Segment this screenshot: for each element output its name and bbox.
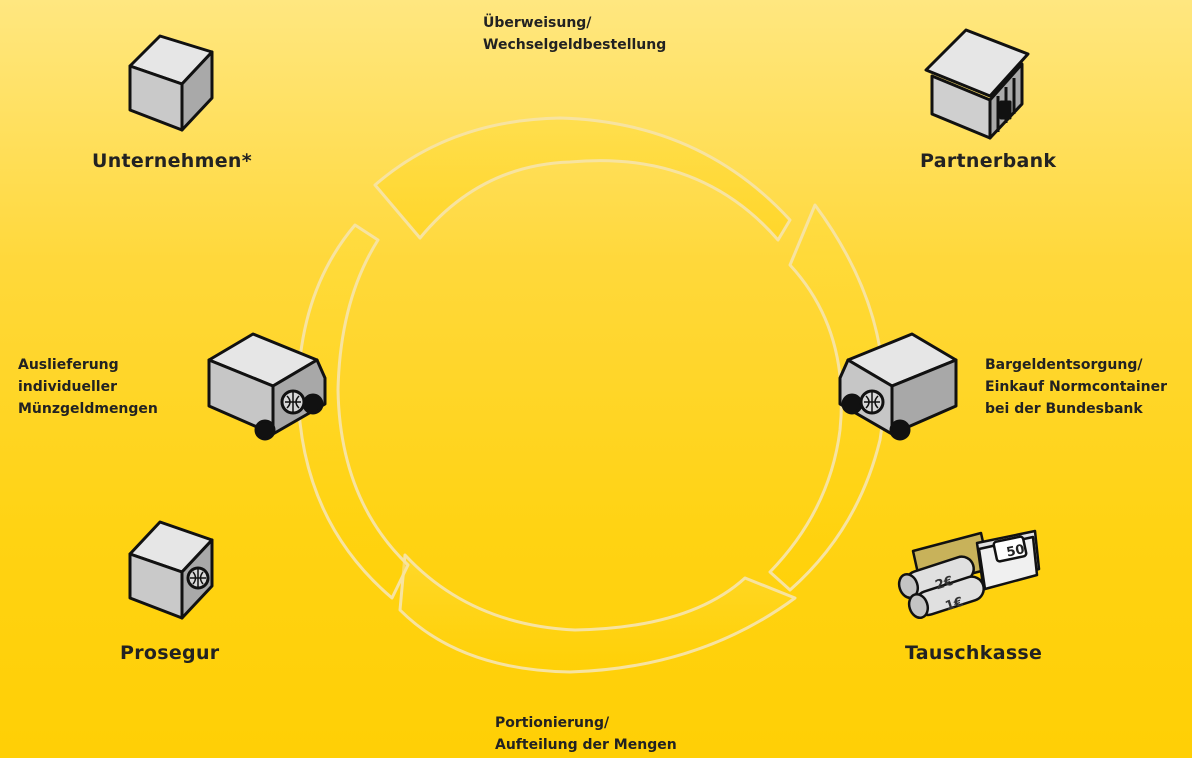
node-partnerbank: Partnerbank <box>920 150 1057 172</box>
step-top-label: Überweisung/ Wechselgeldbestellung <box>483 15 667 53</box>
money-icon: 50 2€ 1€ <box>897 529 1041 620</box>
cycle-arrow-top <box>373 116 792 242</box>
node-prosegur: Prosegur <box>120 642 220 664</box>
coin-roll-2-label: 1€ <box>943 595 965 615</box>
van-icon <box>838 332 958 441</box>
node-unternehmen: Unternehmen* <box>92 150 252 172</box>
coin-roll-1-label: 2€ <box>933 574 955 594</box>
node-tauschkasse: Tauschkasse <box>905 642 1043 664</box>
house-icon <box>128 34 214 132</box>
van-icon <box>207 332 327 441</box>
step-bottom-label: Portionierung/ Aufteilung der Mengen <box>495 715 677 753</box>
step-left-label: Auslieferung individueller Münzgeldmenge… <box>18 357 158 417</box>
step-right-label: Bargeldentsorgung/ Einkauf Normcontainer… <box>985 357 1168 417</box>
safe-house-icon <box>128 520 214 620</box>
cycle-arrow-bottom <box>398 553 797 674</box>
cycle-arrow-left <box>296 223 410 600</box>
note-label: 50 <box>1005 542 1026 560</box>
bank-icon <box>924 28 1030 140</box>
